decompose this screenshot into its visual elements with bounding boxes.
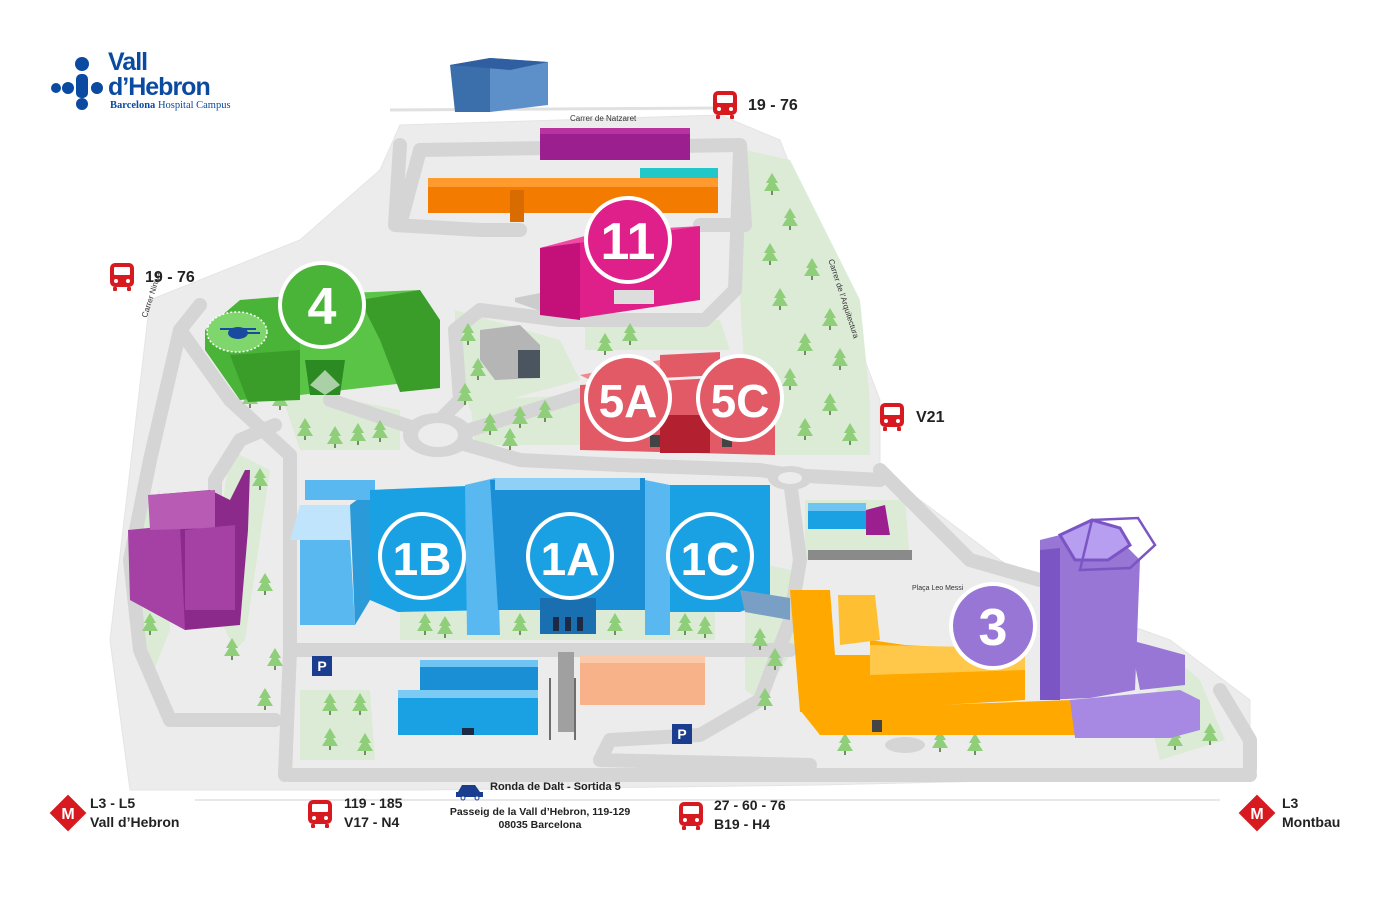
logo-mark bbox=[51, 57, 103, 110]
metro-right-station: Montbau bbox=[1282, 814, 1341, 830]
building-4-shape bbox=[205, 290, 440, 402]
brand-subtitle: Barcelona Hospital Campus bbox=[110, 100, 231, 111]
parking-icon bbox=[312, 656, 332, 676]
building-bottom-blue bbox=[398, 652, 705, 740]
bus-bottom2-lines-b: B19 - H4 bbox=[714, 816, 771, 832]
brand-subtitle-bold: Barcelona bbox=[110, 100, 156, 111]
brand-subtitle-text: Hospital Campus bbox=[157, 100, 231, 111]
bus-bottom2-lines-a: 27 - 60 - 76 bbox=[714, 797, 786, 813]
bus-bottom1-lines-b: V17 - N4 bbox=[344, 814, 400, 830]
building-3-marker[interactable]: 3 bbox=[949, 582, 1037, 670]
building-label: 5C bbox=[711, 375, 770, 427]
brand-name-line2: d’Hebron bbox=[108, 73, 211, 101]
bus-icon bbox=[880, 403, 904, 431]
bus-lines-right: V21 bbox=[916, 409, 945, 426]
bus-bottom1-lines-a: 119 - 185 bbox=[344, 795, 403, 811]
building-orange-top bbox=[428, 168, 718, 222]
building-1b-marker[interactable]: 1B bbox=[378, 512, 466, 600]
building-1a-marker[interactable]: 1A bbox=[526, 512, 614, 600]
building-label: 3 bbox=[979, 599, 1008, 657]
metro-left-lines: L3 - L5 bbox=[90, 795, 136, 811]
roundabouts bbox=[403, 413, 925, 753]
building-1c-marker[interactable]: 1C bbox=[666, 512, 754, 600]
road-access-label: Ronda de Dalt - Sortida 5 bbox=[490, 781, 621, 793]
building-blue-small-right bbox=[808, 503, 912, 560]
address-line1: Passeig de la Vall d’Hebron, 119-129 bbox=[449, 806, 631, 818]
car-icon bbox=[456, 785, 483, 801]
bus-icon bbox=[713, 91, 737, 119]
parking-label: P bbox=[677, 726, 686, 742]
building-5c-marker[interactable]: 5C bbox=[696, 354, 784, 442]
street-label-natzaret: Carrer de Natzaret bbox=[570, 114, 637, 123]
building-label: 11 bbox=[601, 213, 656, 271]
building-purple-left bbox=[128, 470, 250, 630]
bus-icon bbox=[110, 263, 134, 291]
building-11-marker[interactable]: 11 bbox=[584, 196, 672, 284]
bus-icon bbox=[679, 802, 703, 830]
bus-icon bbox=[308, 800, 332, 828]
building-5a-marker[interactable]: 5A bbox=[584, 354, 672, 442]
bus-lines-left: 19 - 76 bbox=[145, 269, 195, 286]
building-label: 1B bbox=[393, 533, 452, 585]
metro-left-station: Vall d’Hebron bbox=[90, 814, 180, 830]
building-label: 1C bbox=[681, 533, 740, 585]
address-line2: 08035 Barcelona bbox=[498, 819, 582, 831]
building-small-grey bbox=[480, 325, 540, 380]
building-top-blue bbox=[450, 58, 548, 112]
parking-icon bbox=[672, 724, 692, 744]
placa-label: Plaça Leo Messi bbox=[912, 585, 964, 592]
bus-lines-top: 19 - 76 bbox=[748, 97, 798, 114]
building-label: 4 bbox=[308, 278, 337, 336]
metro-icon bbox=[49, 794, 87, 832]
building-4-marker[interactable]: 4 bbox=[278, 261, 366, 349]
parking-label: P bbox=[317, 658, 326, 674]
top-walk bbox=[389, 106, 721, 112]
metro-right-lines: L3 bbox=[1282, 795, 1299, 811]
building-top-purple bbox=[540, 128, 690, 160]
metro-icon bbox=[1238, 794, 1276, 832]
brand-name-line1: Vall bbox=[108, 48, 148, 76]
building-label: 5A bbox=[599, 375, 658, 427]
building-label: 1A bbox=[541, 533, 600, 585]
